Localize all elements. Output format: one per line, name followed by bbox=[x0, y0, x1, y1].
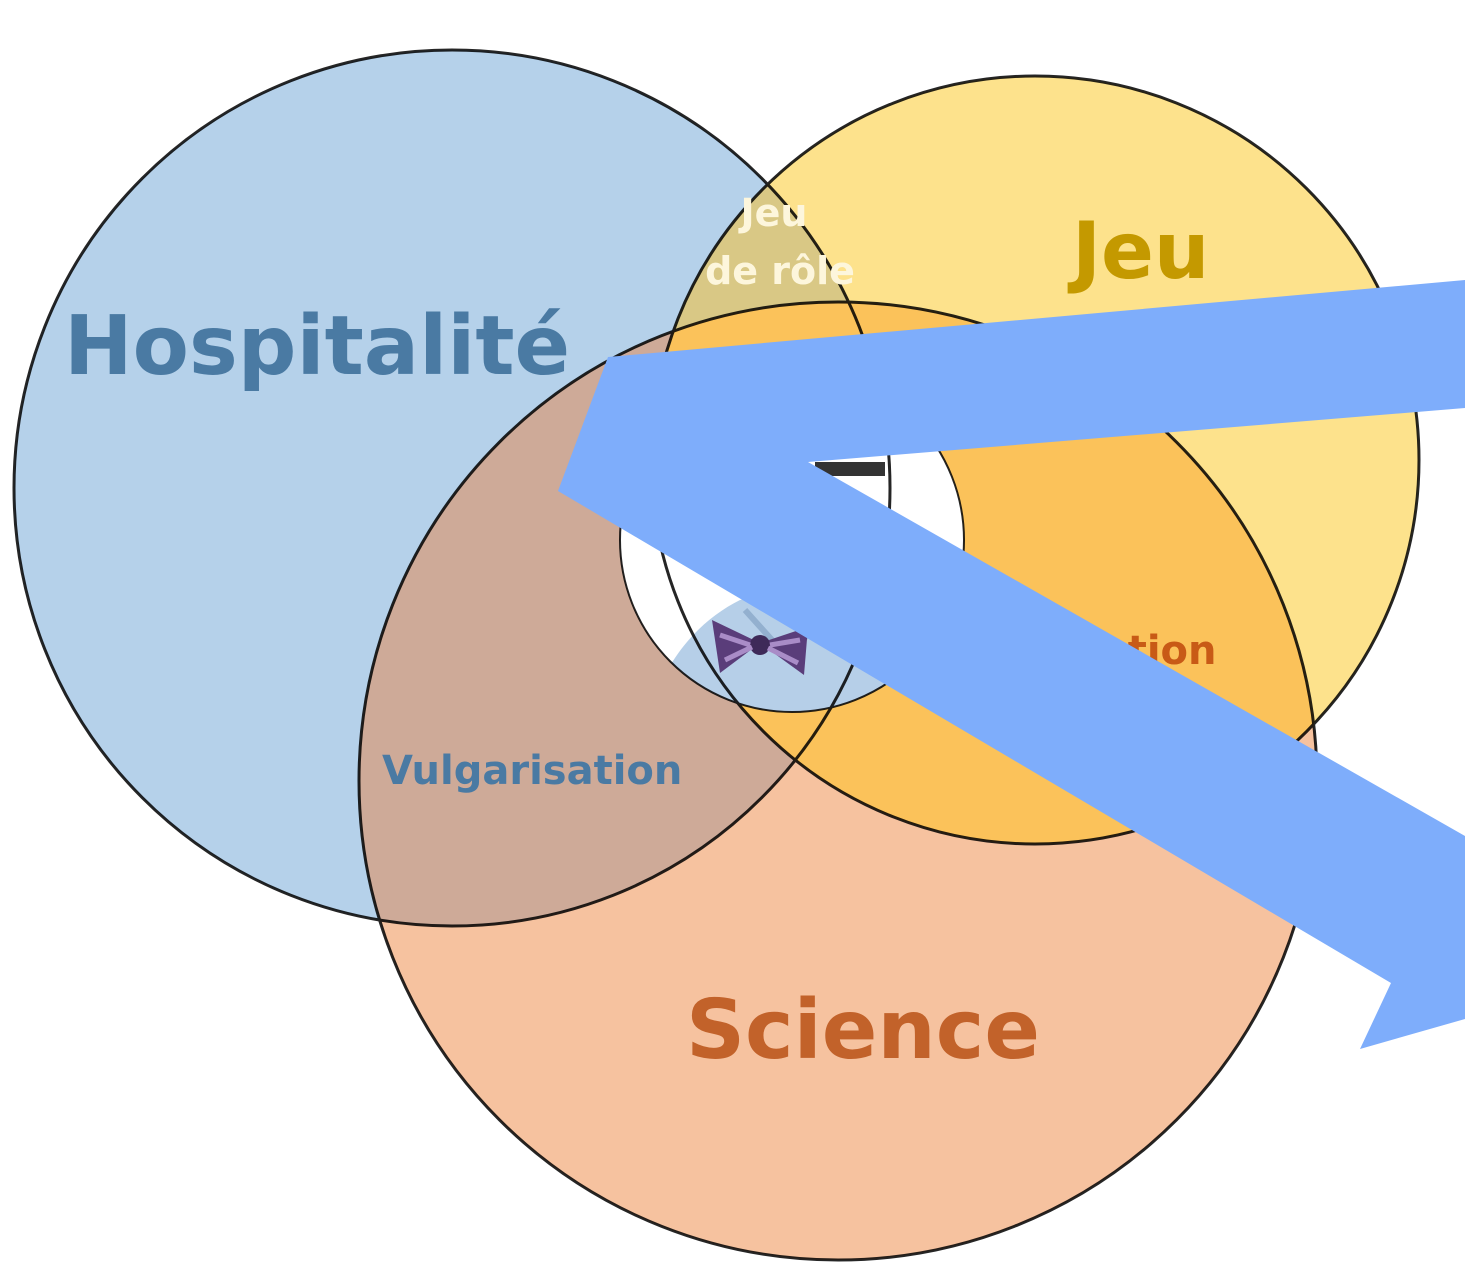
label-jeu-de-role-line1: Jeu bbox=[738, 191, 808, 235]
bow-tie bbox=[712, 620, 808, 675]
overlay-arrow bbox=[558, 280, 1465, 1049]
label-jeu-de-role-line2: de rôle bbox=[705, 249, 855, 293]
glasses bbox=[815, 462, 885, 476]
outline-hospitalite bbox=[12, 48, 892, 928]
label-science: Science bbox=[686, 983, 1040, 1078]
label-jeu: Jeu bbox=[1067, 207, 1209, 297]
overlap-simulation bbox=[651, 302, 1317, 844]
label-hospitalite: Hospitalité bbox=[64, 299, 570, 394]
label-vulgarisation: Vulgarisation bbox=[382, 748, 682, 794]
